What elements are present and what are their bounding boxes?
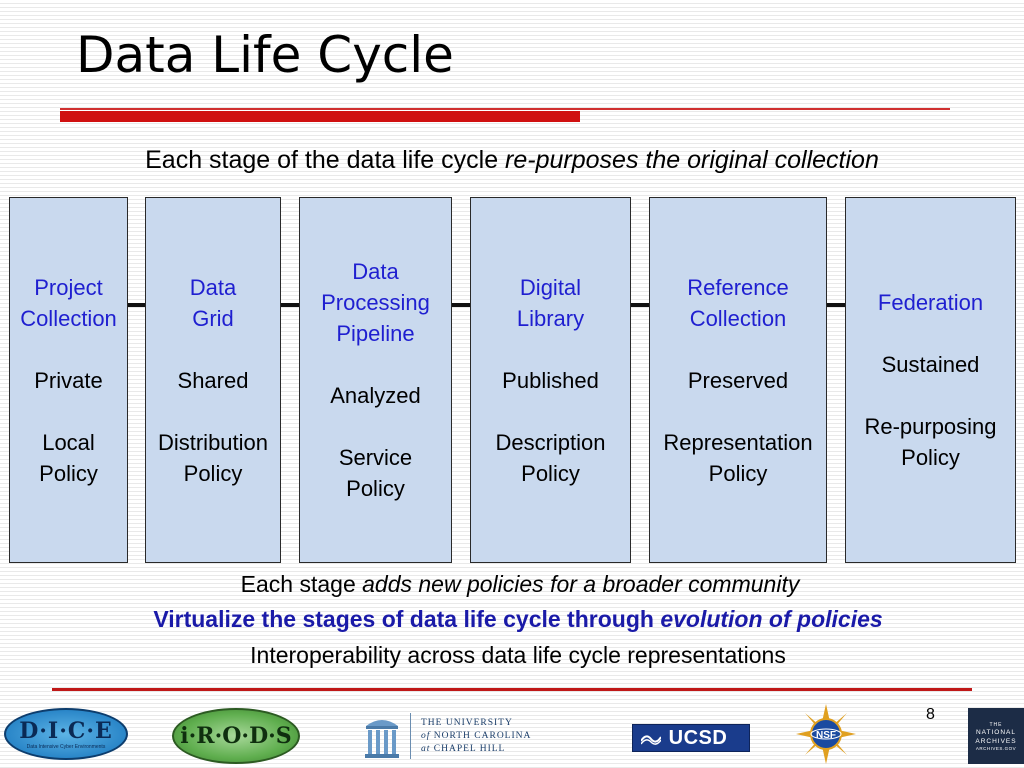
bottom-line-2-italic: evolution of policies [660,606,883,632]
title-divider-thin [60,108,950,110]
stage-name: Reference Collection [687,274,789,331]
stage-state: Shared [177,367,249,393]
unc-line-3-italic: at [421,743,431,754]
stage-name: Federation [877,290,984,315]
dice-logo-text: D·I·C·E [19,718,113,744]
na-line-1: THE [989,721,1003,728]
bottom-line-3: Interoperability across data life cycle … [250,642,786,668]
stage-name: Data Processing Pipeline [321,259,430,346]
stage-connector [281,303,299,307]
stage-connector [827,303,845,307]
nsf-seal-icon: NSF [796,704,856,764]
bottom-line-2: Virtualize the stages of data life cycle… [0,606,1024,633]
bottom-line-1: Each stage adds new policies for a broad… [0,571,1024,598]
stage-data-processing-pipeline: Data Processing Pipeline Analyzed Servic… [299,197,452,563]
stage-policy: Description Policy [495,429,606,486]
stage-state: Sustained [881,352,980,377]
ucsd-logo-text: UCSD [668,726,728,749]
stage-policy: Re-purposing Policy [864,414,997,470]
bottom-line-1-italic: adds new policies for a broader communit… [362,571,800,597]
page-number: 8 [926,706,935,723]
stage-policy: Service Policy [338,445,413,501]
stage-project-collection: Project Collection Private Local Policy [9,197,128,563]
dice-logo: D·I·C·E Data Intensive Cyber Environment… [4,708,128,760]
na-line-2: NATIONAL [975,728,1017,736]
subtitle: Each stage of the data life cycle re-pur… [0,146,1024,175]
irods-logo-text: i·R·O·D·S [180,723,292,749]
dice-logo-subtext: Data Intensive Cyber Environments [26,744,106,750]
stage-connector [452,303,470,307]
unc-logo-separator [410,713,411,759]
unc-line-3-plain: CHAPEL HILL [430,743,506,754]
unc-line-2-plain: NORTH CAROLINA [430,730,532,741]
subtitle-plain: Each stage of the data life cycle [145,146,506,174]
unc-line-2-italic: of [421,730,431,741]
title-divider-thick [60,111,580,122]
nsf-logo-text: NSF [816,730,836,741]
stage-connector [128,303,145,307]
footer-divider [52,688,972,691]
ucsd-logo: UCSD [632,724,750,752]
unc-logo-text: THE UNIVERSITY of NORTH CAROLINA at CHAP… [421,717,531,756]
slide-title: Data Life Cycle [76,26,454,84]
subtitle-italic: re-purposes the original collection [505,146,879,174]
old-well-icon [365,720,399,758]
na-line-3: ARCHIVES [975,737,1017,745]
stage-state: Published [502,367,599,393]
unc-line-2: of NORTH CAROLINA [421,730,531,743]
stage-state: Preserved [687,367,789,393]
stage-name: Data Grid [189,274,237,331]
stage-policy: Local Policy [39,429,98,486]
stage-state: Private [34,367,103,393]
stage-connector [631,303,649,307]
stage-policy: Representation Policy [663,429,813,486]
stage-digital-library: Digital Library Published Description Po… [470,197,631,563]
na-line-4: ARCHIVES.GOV [975,745,1017,751]
unc-line-3: at CHAPEL HILL [421,743,531,756]
wave-icon [641,735,661,745]
stage-federation: Federation Sustained Re-purposing Policy [845,197,1016,563]
stage-policy: Distribution Policy [157,429,269,486]
stage-reference-collection: Reference Collection Preserved Represent… [649,197,827,563]
stage-name: Digital Library [516,274,585,331]
bottom-line-2-plain: Virtualize the stages of data life cycle… [153,606,661,632]
stage-data-grid: Data Grid Shared Distribution Policy [145,197,281,563]
irods-logo: i·R·O·D·S [172,708,300,764]
stage-state: Analyzed [330,383,421,408]
unc-logo: THE UNIVERSITY of NORTH CAROLINA at CHAP… [362,708,558,764]
bottom-line-1-plain: Each stage [240,571,363,597]
national-archives-logo: THE NATIONAL ARCHIVES ARCHIVES.GOV [968,708,1024,764]
unc-line-1: THE UNIVERSITY [421,717,513,728]
stage-name: Project Collection [20,274,117,331]
nsf-logo: NSF [796,704,856,764]
